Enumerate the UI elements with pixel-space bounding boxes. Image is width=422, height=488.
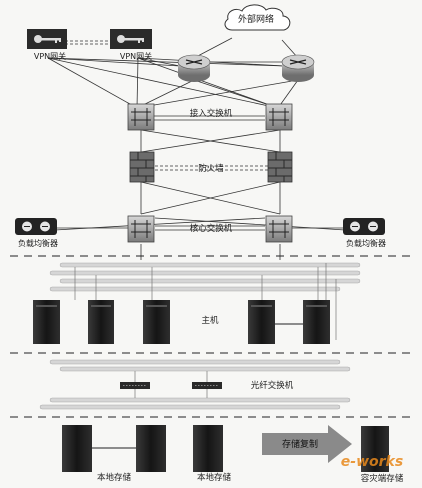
- vpn-gateway-2: VPN网关: [110, 29, 152, 61]
- storage-replication-label: 存储复制: [282, 438, 318, 450]
- section-separators: [10, 255, 410, 418]
- vpn-gateway-label: VPN网关: [34, 51, 66, 61]
- connection-lines: [47, 37, 346, 260]
- fiber-switch-right: [192, 382, 222, 389]
- router-arrows-icon: [185, 59, 203, 65]
- local-storage-group-1: 本地存储: [62, 425, 166, 483]
- firewall-right: [267, 151, 293, 183]
- firewall-label: 防火墙: [198, 163, 224, 174]
- key-icon: [34, 35, 42, 43]
- router-arrows-icon: [289, 59, 307, 65]
- dr-storage: 容灾端存储: [361, 426, 404, 484]
- load-balancer-label: 负载均衡器: [346, 238, 386, 248]
- host-servers: [33, 300, 330, 344]
- access-switch-label: 接入交换机: [190, 108, 233, 119]
- vpn-gateway-label: VPN网关: [120, 51, 152, 61]
- host-server: [303, 300, 330, 344]
- host-server: [88, 300, 114, 344]
- core-switch-left: [127, 215, 155, 243]
- load-balancer-label: 负载均衡器: [18, 238, 58, 248]
- fiber-switch-label: 光纤交换机: [251, 380, 294, 391]
- load-balancer-right: 负载均衡器: [343, 218, 386, 248]
- fiber-rails-upper: [49, 359, 351, 372]
- router-2: [281, 54, 315, 82]
- host-label: 主机: [201, 315, 219, 326]
- key-icon: [117, 35, 125, 43]
- host-server: [248, 300, 275, 344]
- host-server: [33, 300, 60, 344]
- host-server: [143, 300, 170, 344]
- firewall-left: [129, 151, 155, 183]
- external-network-label: 外部网络: [238, 13, 274, 25]
- core-switch-right: [265, 215, 293, 243]
- fiber-switch-left: [120, 382, 150, 389]
- storage-replication-arrow: 存储复制: [262, 425, 352, 463]
- local-storage-label: 本地存储: [197, 472, 232, 483]
- load-balancer-left: 负载均衡器: [15, 218, 58, 248]
- watermark-logo: e-works: [341, 454, 403, 470]
- access-switch-left: [127, 103, 155, 131]
- local-storage-label: 本地存储: [97, 472, 132, 483]
- host-vertical-links: [74, 263, 337, 340]
- local-storage-group-2: 本地存储: [193, 425, 231, 483]
- core-switch-label: 核心交换机: [190, 223, 233, 234]
- vpn-gateway-1: VPN网关: [27, 29, 67, 61]
- fiber-rails-lower: [39, 371, 351, 410]
- access-switch-right: [265, 103, 293, 131]
- external-network-cloud: 外部网络: [224, 4, 291, 31]
- dr-storage-label: 容灾端存储: [361, 473, 404, 484]
- network-rails: [49, 262, 361, 292]
- router-1: [177, 54, 211, 82]
